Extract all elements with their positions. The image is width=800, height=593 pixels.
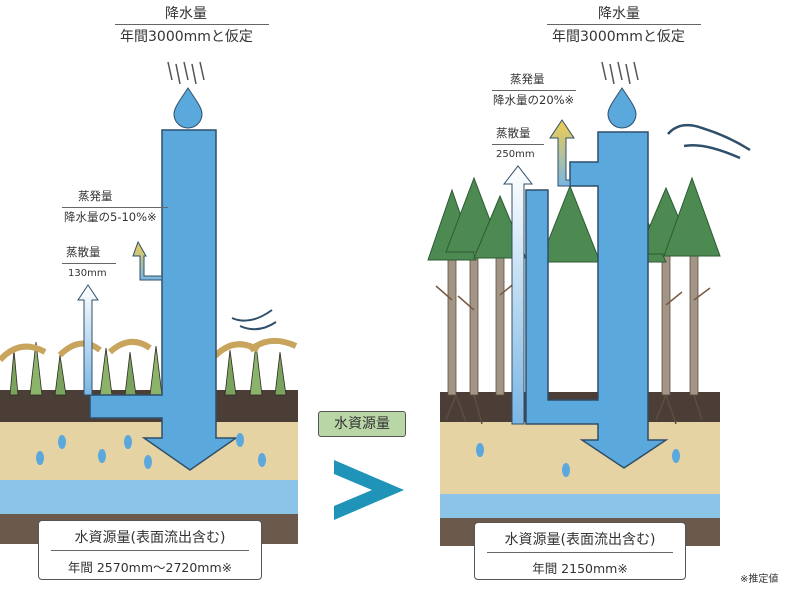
right-evaporation-arrow <box>549 119 575 187</box>
left-transpiration-title: 蒸散量 <box>66 245 101 259</box>
right-precipitation-arrow <box>525 131 669 469</box>
right-transpiration-value: 250mm <box>496 149 535 160</box>
right-groundwater-band <box>440 494 720 518</box>
right-transpiration-arrow <box>502 165 534 425</box>
right-resource-value: 年間 2150mm※ <box>532 561 628 576</box>
left-wind-icon <box>231 309 277 331</box>
comparison-greater-than-icon <box>334 460 404 520</box>
right-evaporation-rule <box>492 90 576 91</box>
left-precipitation-arrow <box>89 129 239 471</box>
left-water-resource-box: 水資源量(表面流出含む) 年間 2570mm〜2720mm※ <box>38 520 262 580</box>
left-soil-tan <box>0 422 298 480</box>
right-evaporation-value: 降水量の20%※ <box>493 93 575 107</box>
right-forest-scene <box>427 61 751 546</box>
left-evaporation-rule <box>62 207 168 208</box>
left-precip-rule <box>115 24 269 25</box>
left-precip-title: 降水量 <box>165 6 207 22</box>
left-grass <box>0 337 298 396</box>
right-precip-title: 降水量 <box>598 6 640 22</box>
right-water-resource-box: 水資源量(表面流出含む) 年間 2150mm※ <box>474 522 686 580</box>
left-groundwater-band <box>0 480 298 514</box>
right-tree-trunks <box>447 239 699 396</box>
left-soil-water-drops <box>36 433 266 469</box>
right-transpiration-title: 蒸散量 <box>496 126 531 140</box>
left-resource-title: 水資源量(表面流出含む) <box>74 530 226 546</box>
right-evaporation-title: 蒸発量 <box>510 72 545 86</box>
left-precip-sub: 年間3000mmと仮定 <box>120 29 253 45</box>
left-transpiration-rule <box>62 263 116 264</box>
right-transpiration-rule <box>492 144 544 145</box>
right-resource-title: 水資源量(表面流出含む) <box>504 532 656 548</box>
left-resource-rule <box>51 550 249 551</box>
left-rain-lines <box>167 61 205 85</box>
right-resource-rule <box>487 552 673 553</box>
left-evaporation-branch <box>132 240 163 281</box>
footnote: ※推定値 <box>740 574 779 585</box>
right-soil-water-drops <box>476 443 680 477</box>
left-grassland-scene <box>0 61 298 544</box>
right-rain-lines <box>601 61 639 85</box>
left-transpiration-arrow <box>77 284 99 396</box>
right-precip-rule <box>547 24 701 25</box>
left-resource-value: 年間 2570mm〜2720mm※ <box>67 560 233 575</box>
left-transpiration-value: 130mm <box>68 268 107 279</box>
right-tree-canopy <box>427 176 721 263</box>
comparison-label: 水資源量 <box>318 411 406 437</box>
right-precip-sub: 年間3000mmと仮定 <box>552 29 685 45</box>
left-evaporation-title: 蒸発量 <box>78 189 113 203</box>
right-raindrop-icon <box>607 87 637 129</box>
left-evaporation-value: 降水量の5-10%※ <box>64 210 157 224</box>
right-wind-icon <box>667 123 751 160</box>
left-raindrop-icon <box>173 87 203 129</box>
